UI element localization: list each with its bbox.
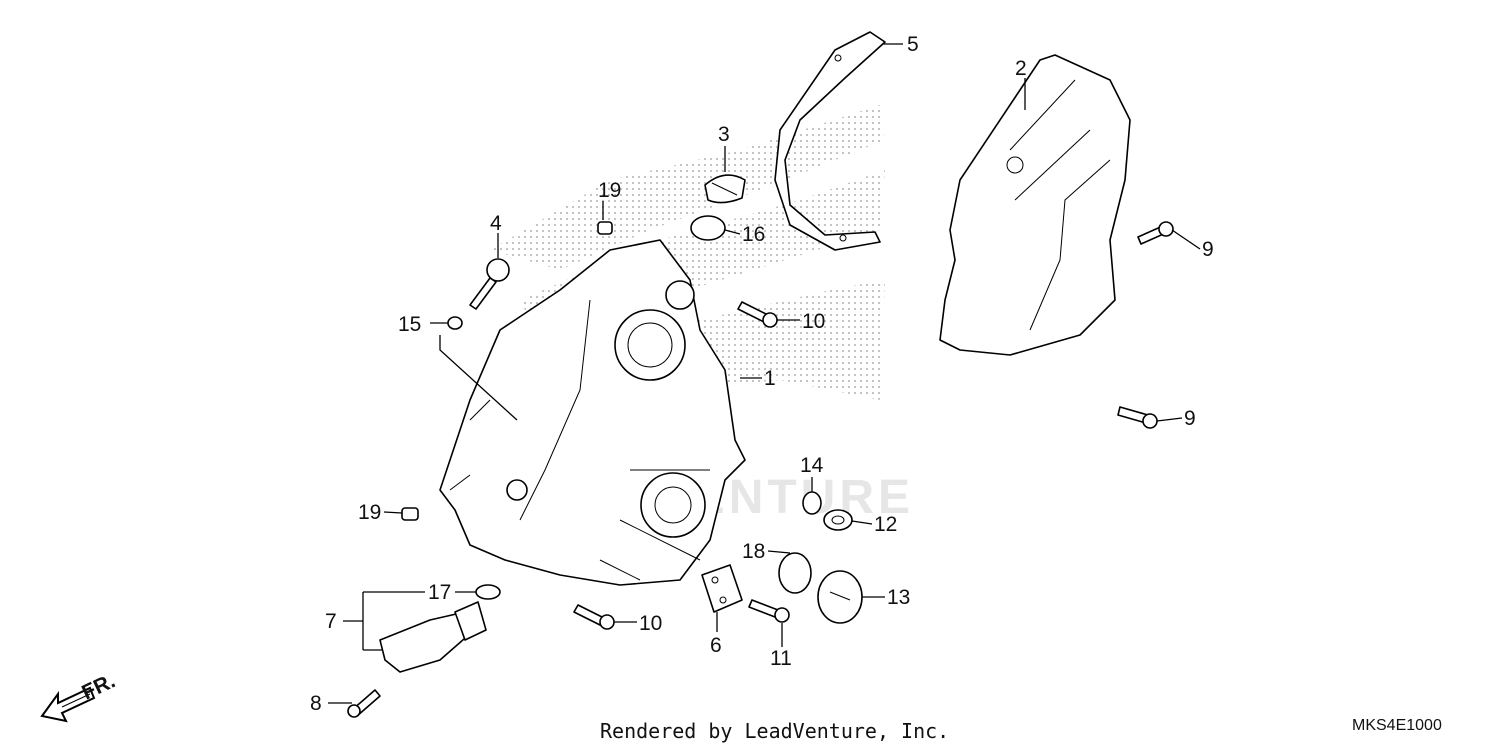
- callout-6[interactable]: 6: [710, 634, 722, 657]
- callout-13[interactable]: 13: [887, 586, 910, 609]
- callout-14[interactable]: 14: [800, 454, 824, 477]
- part-9-bolt-lower[interactable]: [1117, 406, 1158, 429]
- part-6-plate[interactable]: [701, 564, 743, 613]
- part-16-o-ring[interactable]: [690, 215, 726, 241]
- callout-9-upper[interactable]: 9: [1202, 238, 1214, 261]
- part-7-sensor[interactable]: [379, 601, 487, 673]
- callout-1[interactable]: 1: [764, 367, 776, 390]
- callout-18[interactable]: 18: [742, 540, 765, 563]
- callout-19-upper[interactable]: 19: [598, 179, 621, 202]
- part-18-o-ring[interactable]: [778, 552, 812, 594]
- callout-8[interactable]: 8: [310, 692, 322, 715]
- callout-11[interactable]: 11: [770, 647, 792, 670]
- part-2-sprocket-cover[interactable]: [939, 54, 1131, 356]
- callout-10-lower[interactable]: 10: [639, 612, 662, 635]
- leader-lines: [328, 43, 1201, 704]
- part-15-washer[interactable]: [447, 316, 463, 330]
- part-13-cap[interactable]: [817, 570, 863, 624]
- callout-7[interactable]: 7: [325, 610, 337, 633]
- callout-4[interactable]: 4: [490, 212, 502, 235]
- part-10-bolt-upper[interactable]: [737, 301, 778, 328]
- callout-2[interactable]: 2: [1015, 57, 1027, 80]
- callout-9-lower[interactable]: 9: [1184, 407, 1196, 430]
- callout-12[interactable]: 12: [874, 513, 897, 536]
- callout-19-lower[interactable]: 19: [358, 501, 381, 524]
- part-19-dowel-lower[interactable]: [401, 507, 419, 521]
- callout-15[interactable]: 15: [398, 313, 421, 336]
- part-8-bolt[interactable]: [347, 689, 381, 718]
- diagram-code: MKS4E1000: [1352, 717, 1442, 734]
- part-1-crankcase-cover[interactable]: [439, 239, 746, 586]
- part-12-plug[interactable]: [823, 509, 853, 531]
- callout-16[interactable]: 16: [742, 223, 765, 246]
- part-17-o-ring[interactable]: [475, 584, 501, 600]
- front-direction-arrow-icon: [40, 686, 96, 723]
- part-3-filler-cap[interactable]: [704, 174, 746, 204]
- callout-5[interactable]: 5: [907, 33, 919, 56]
- callout-17[interactable]: 17: [428, 581, 451, 604]
- part-14-o-ring[interactable]: [802, 491, 822, 515]
- part-9-bolt-upper[interactable]: [1137, 221, 1174, 245]
- part-4-plug[interactable]: [469, 258, 510, 310]
- callout-3[interactable]: 3: [718, 123, 730, 146]
- callout-10-upper[interactable]: 10: [802, 310, 825, 333]
- part-11-bolt[interactable]: [748, 599, 790, 623]
- footer-credit: Rendered by LeadVenture, Inc.: [600, 719, 949, 743]
- part-10-bolt-lower[interactable]: [573, 604, 615, 630]
- part-19-dowel-upper[interactable]: [597, 221, 613, 235]
- part-5-guide-plate[interactable]: [774, 31, 886, 251]
